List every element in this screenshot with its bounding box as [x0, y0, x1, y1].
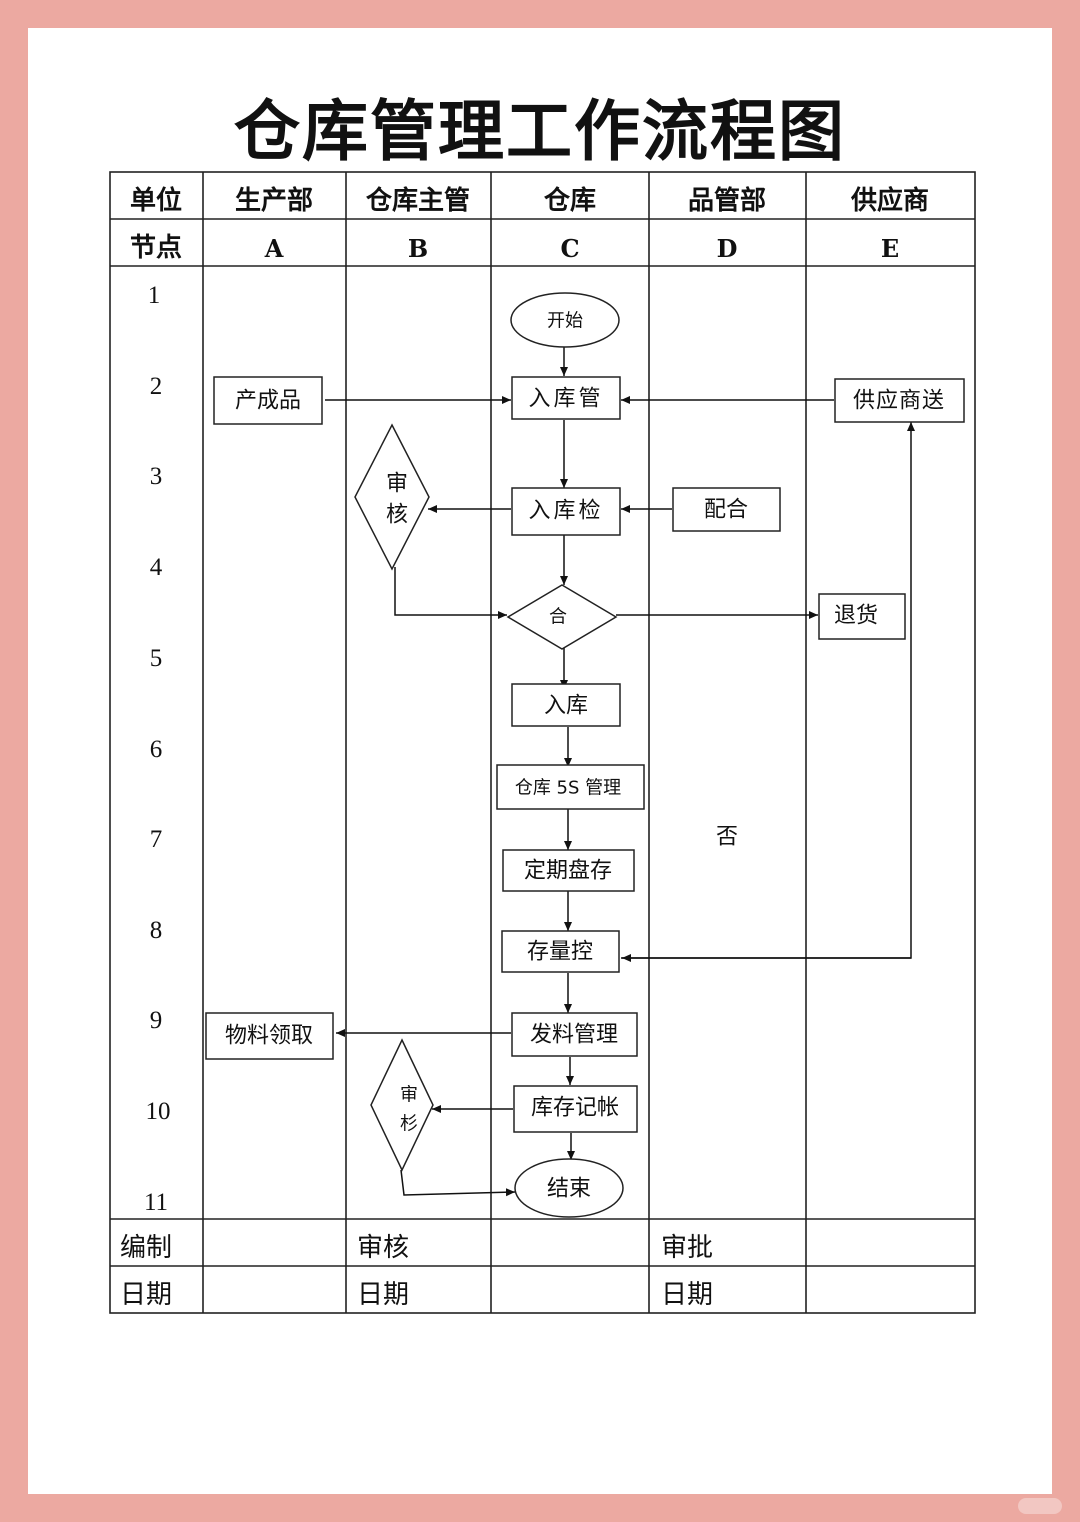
column-letter-d: D [717, 234, 738, 263]
footer-prepared-label: 编制 [120, 1233, 172, 1263]
cooperate-box [672, 487, 781, 532]
column-name-supplier: 供应商 [850, 185, 929, 216]
row-number: 6 [150, 736, 163, 763]
header-node-label: 节点 [130, 232, 182, 263]
row-number: 8 [150, 917, 163, 944]
paper-sheet [28, 28, 1052, 1494]
store-in-box [511, 683, 621, 727]
column-name-production: 生产部 [235, 186, 313, 216]
review2-diamond [370, 1038, 434, 1172]
table-grid [109, 171, 976, 1314]
watermark-badge [1018, 1498, 1062, 1514]
column-letter-a: A [264, 234, 284, 263]
column-letter-e: E [881, 234, 899, 263]
inbound-mgmt-label: 入库管 [528, 387, 603, 412]
review-diamond [354, 423, 430, 571]
start-label: 开始 [547, 311, 583, 332]
row-number: 11 [144, 1189, 168, 1216]
no-label: 否 [716, 825, 738, 850]
five-s-label: 仓库 5S 管理 [515, 778, 621, 799]
footer-date-label: 日期 [661, 1280, 713, 1310]
row-number: 2 [150, 373, 163, 400]
return-goods-label: 退货 [834, 604, 878, 629]
row-number: 3 [150, 463, 163, 490]
column-letter-b: B [408, 234, 428, 263]
arrow-review2-to-end [400, 1169, 516, 1197]
supplier-send-box [834, 378, 965, 423]
page-title: 仓库管理工作流程图 [234, 93, 846, 170]
material-pick-label: 物料领取 [225, 1024, 313, 1049]
stock-control-label: 存量控 [527, 940, 593, 965]
product-box [213, 376, 323, 425]
qualified-label: 合 [549, 607, 567, 628]
supplier-send-label: 供应商送 [853, 389, 945, 414]
inbound-check-label: 入库检 [528, 499, 603, 524]
return-goods-box [818, 593, 906, 640]
inventory-box [502, 849, 635, 892]
bookkeeping-box [513, 1085, 638, 1133]
cooperate-label: 配合 [704, 498, 748, 523]
review2-label-top: 审 [400, 1085, 418, 1106]
inbound-check-box [511, 487, 621, 536]
row-number: 1 [148, 282, 161, 309]
review2-label-bottom: 杉 [400, 1114, 418, 1135]
row-number: 7 [150, 826, 163, 853]
footer-approved-label: 审批 [661, 1233, 713, 1263]
column-name-warehouse: 仓库 [543, 185, 596, 216]
stock-control-box [501, 930, 620, 973]
start-terminal [510, 292, 620, 348]
row-number: 5 [150, 645, 163, 672]
column-name-quality: 品管部 [688, 186, 766, 216]
bookkeeping-label: 库存记帐 [531, 1096, 619, 1121]
inventory-label: 定期盘存 [524, 859, 612, 884]
column-letter-c: C [560, 234, 579, 263]
issue-mgmt-box [511, 1012, 638, 1057]
review-label-top: 审 [386, 472, 408, 497]
row-number: 4 [150, 554, 163, 581]
qualified-diamond [506, 584, 618, 650]
column-name-warehouse-supervisor: 仓库主管 [365, 185, 470, 216]
footer-reviewed-label: 审核 [357, 1233, 409, 1263]
five-s-box [496, 764, 645, 810]
row-number: 9 [150, 1007, 163, 1034]
review-label-bottom: 核 [386, 503, 408, 528]
footer-date-label: 日期 [357, 1280, 409, 1310]
end-terminal [514, 1158, 624, 1218]
flow-connectors [325, 347, 915, 1197]
footer-date-label: 日期 [120, 1280, 172, 1310]
inbound-mgmt-box [511, 376, 621, 420]
store-in-label: 入库 [544, 694, 588, 719]
end-label: 结束 [547, 1177, 591, 1202]
arrow-review-to-qualified [394, 567, 507, 619]
product-label: 产成品 [235, 389, 301, 414]
header-unit-label: 单位 [130, 185, 182, 216]
row-number: 10 [146, 1098, 171, 1125]
material-pick-box [205, 1012, 334, 1060]
issue-mgmt-label: 发料管理 [530, 1023, 618, 1048]
